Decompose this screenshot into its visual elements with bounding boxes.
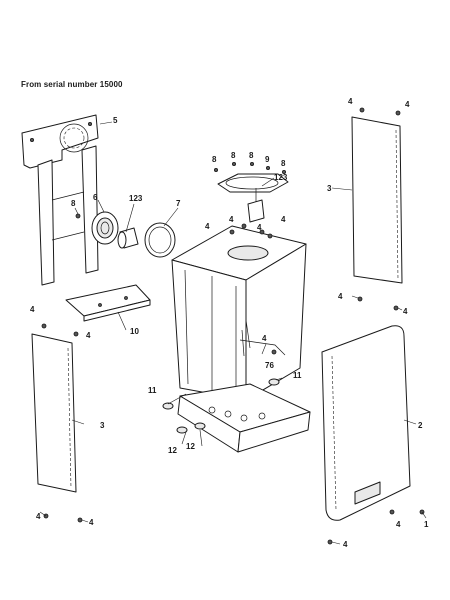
callout-76: 76 xyxy=(265,361,274,370)
callout-1: 1 xyxy=(424,520,429,529)
callout-123-left: 123 xyxy=(129,194,143,203)
callout-8-b: 8 xyxy=(231,151,236,160)
callout-3-left: 3 xyxy=(100,421,105,430)
top-cover-plate xyxy=(217,173,289,223)
callout-12-a: 12 xyxy=(168,446,177,455)
callout-11-left: 11 xyxy=(148,386,157,395)
callout-4-top-d: 4 xyxy=(281,215,286,224)
callout-7: 7 xyxy=(176,199,181,208)
front-panel xyxy=(321,325,411,521)
main-chassis xyxy=(171,225,311,453)
bracket-plate xyxy=(65,284,151,322)
screws xyxy=(41,107,425,545)
left-side-panel xyxy=(31,333,77,493)
callout-4-top-a: 4 xyxy=(205,222,210,231)
diagram-caption: From serial number 15000 xyxy=(21,80,123,89)
callout-labels: 5 6 123 7 8 8 8 8 9 8 123 4 4 4 4 4 4 3 … xyxy=(30,97,429,549)
callout-6: 6 xyxy=(93,193,98,202)
callout-8-c: 8 xyxy=(249,151,254,160)
callout-8-left: 8 xyxy=(71,199,76,208)
rear-mounting-frame xyxy=(21,114,99,286)
callout-8-a: 8 xyxy=(212,155,217,164)
flue-ring xyxy=(91,211,119,245)
callout-4-top-b: 4 xyxy=(229,215,234,224)
feet xyxy=(176,422,206,434)
callout-4-top-c: 4 xyxy=(257,223,262,232)
callout-4-fp-a: 4 xyxy=(396,520,401,529)
callout-4-lp-bot-a: 4 xyxy=(36,512,41,521)
callout-123-top: 123 xyxy=(274,173,288,182)
callout-11-right: 11 xyxy=(293,371,302,380)
callout-5: 5 xyxy=(113,116,118,125)
callout-4-rp-bot-a: 4 xyxy=(338,292,343,301)
callout-4-fp-b: 4 xyxy=(343,540,348,549)
callout-4-inner: 4 xyxy=(262,334,267,343)
callout-4-rp-top-a: 4 xyxy=(348,97,353,106)
grommets xyxy=(162,378,280,410)
leader-lines xyxy=(39,121,427,545)
callout-4-lp-top-b: 4 xyxy=(86,331,91,340)
callout-4-rp-top-b: 4 xyxy=(405,100,410,109)
callout-2: 2 xyxy=(418,421,423,430)
callout-8-d: 8 xyxy=(281,159,286,168)
callout-4-lp-top-a: 4 xyxy=(30,305,35,314)
callout-4-lp-bot-b: 4 xyxy=(89,518,94,527)
right-side-panel xyxy=(351,116,403,284)
flue-adapter xyxy=(117,227,139,249)
callout-12-b: 12 xyxy=(186,442,195,451)
callout-9: 9 xyxy=(265,155,270,164)
callout-4-rp-bot-b: 4 xyxy=(403,307,408,316)
gasket-ring xyxy=(144,222,176,258)
callout-3-right: 3 xyxy=(327,184,332,193)
callout-10: 10 xyxy=(130,327,139,336)
